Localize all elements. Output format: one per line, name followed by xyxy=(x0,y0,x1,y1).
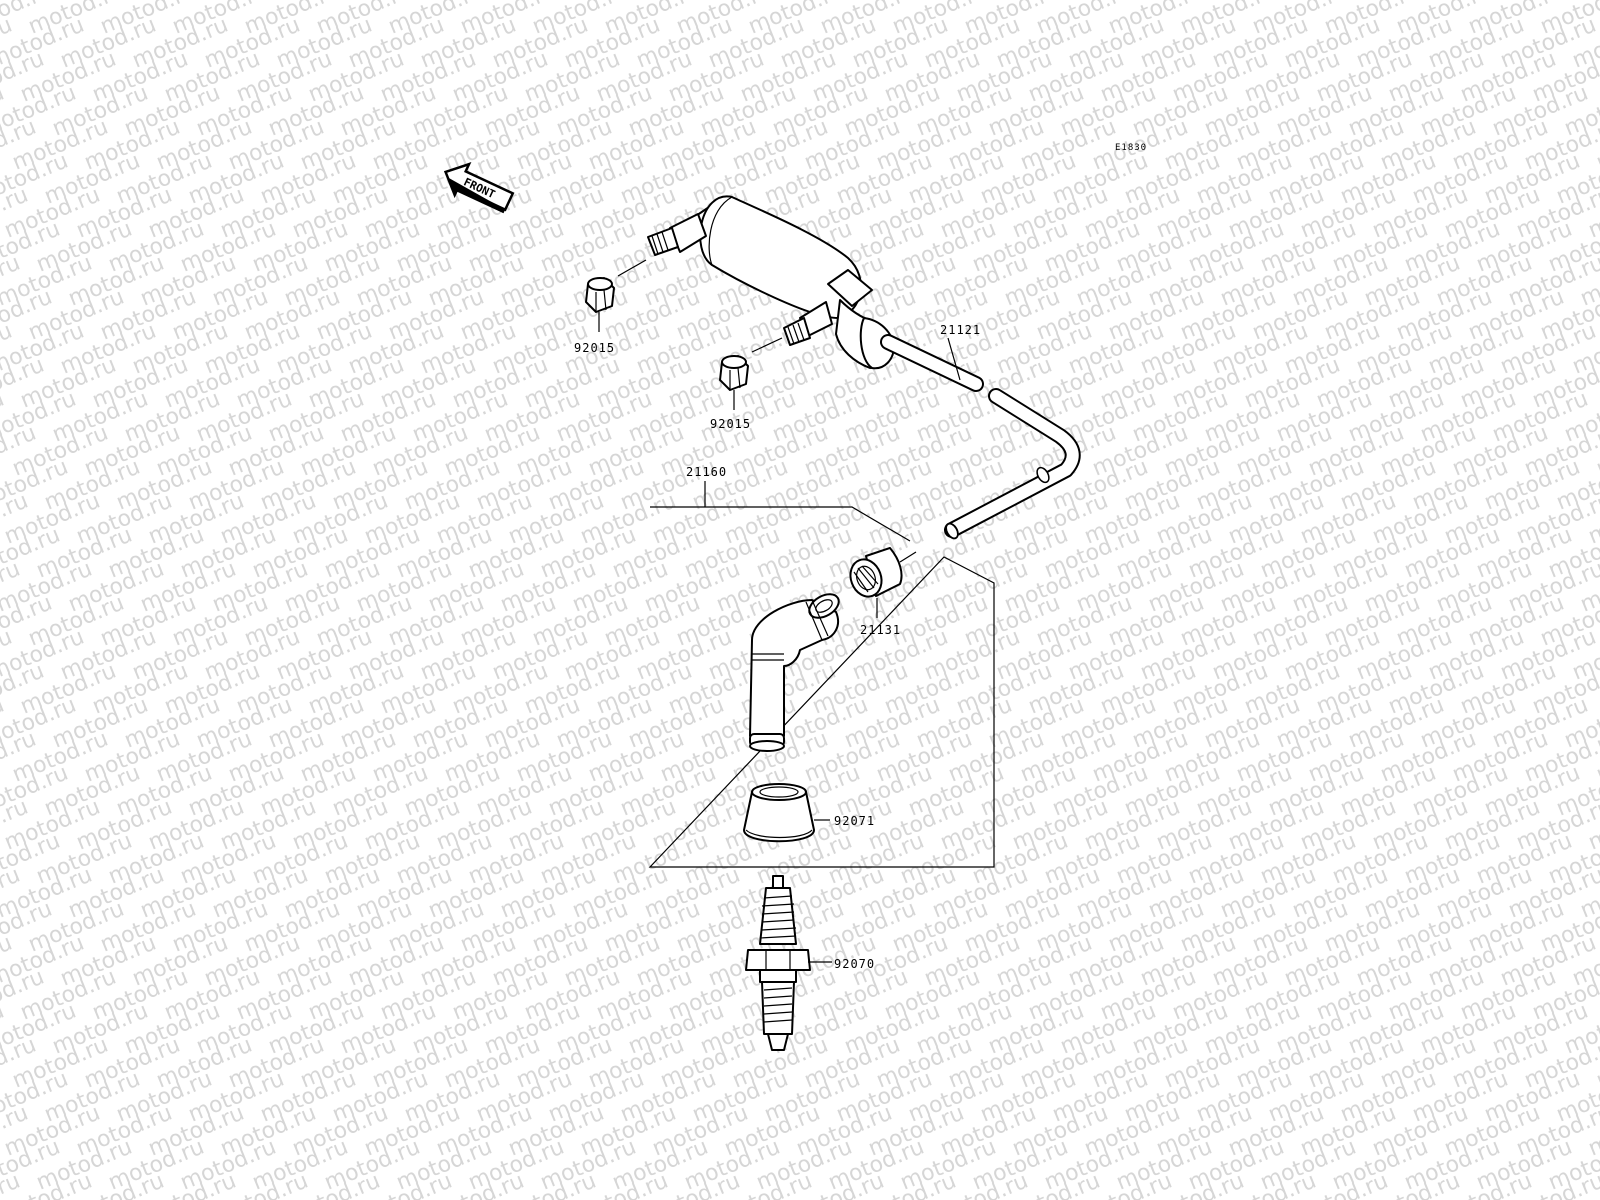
label-92070: 92070 xyxy=(834,957,875,971)
nut-left xyxy=(585,277,615,313)
label-21121: 21121 xyxy=(940,323,981,337)
diagram-code: E1830 xyxy=(1115,143,1147,153)
nut-right xyxy=(719,355,749,391)
label-92015-right: 92015 xyxy=(710,417,751,431)
label-21160: 21160 xyxy=(686,465,727,479)
label-21131: 21131 xyxy=(860,623,901,637)
label-92071: 92071 xyxy=(834,814,875,828)
label-92015-left: 92015 xyxy=(574,341,615,355)
watermark-text: motod.ru xyxy=(1577,0,1600,6)
